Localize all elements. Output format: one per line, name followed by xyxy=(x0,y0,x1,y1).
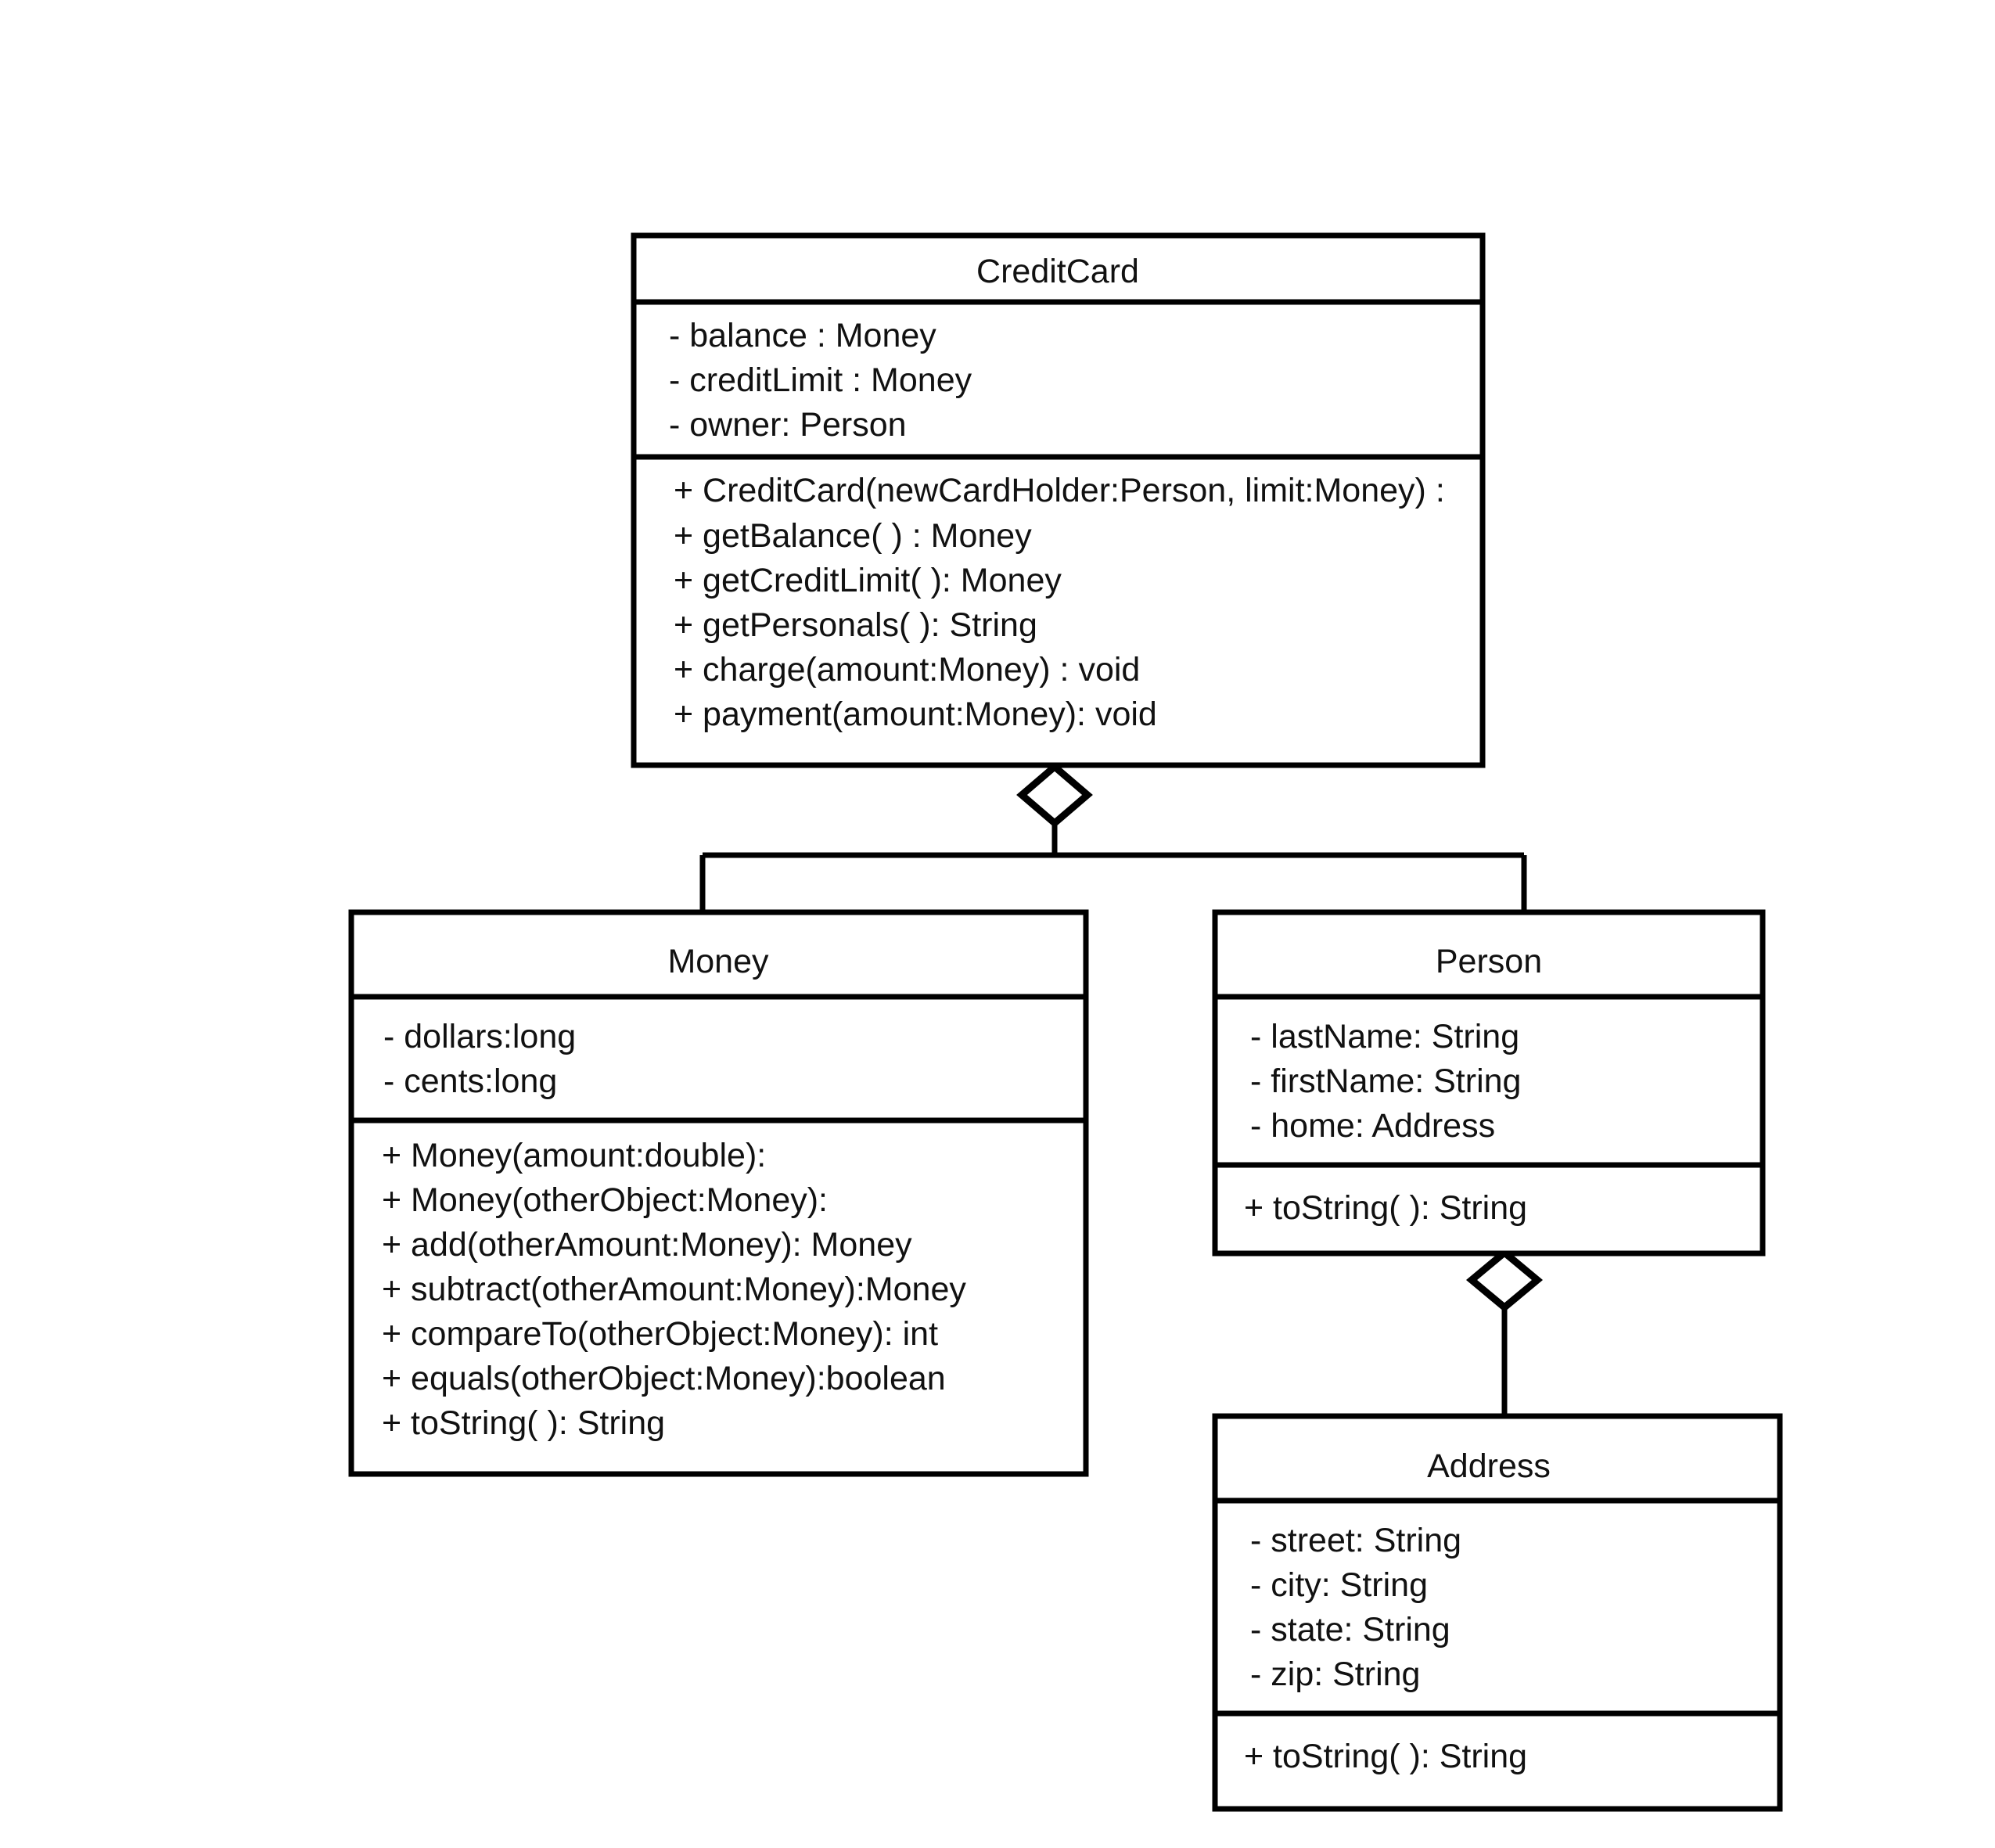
class-name-person: Person xyxy=(1436,943,1542,980)
creditcard-method: + getCreditLimit( ): Money xyxy=(674,562,1062,599)
class-box-money[interactable]: Money - dollars:long - cents:long + Mone… xyxy=(348,909,1089,1477)
aggregation-diamond-creditcard xyxy=(1016,762,1093,828)
class-name-address: Address xyxy=(1427,1447,1551,1485)
address-attribute: - street: String xyxy=(1250,1522,1461,1559)
money-attribute: - cents:long xyxy=(383,1062,557,1100)
creditcard-method: + charge(amount:Money) : void xyxy=(674,651,1140,689)
person-attribute: - home: Address xyxy=(1250,1107,1495,1145)
creditcard-attribute: - balance : Money xyxy=(669,317,936,354)
money-method: + Money(amount:double): xyxy=(382,1137,766,1174)
creditcard-method: + getBalance( ) : Money xyxy=(674,517,1032,555)
person-method: + toString( ): String xyxy=(1244,1189,1527,1227)
money-method: + compareTo(otherObject:Money): int xyxy=(382,1315,938,1353)
class-name-money: Money xyxy=(667,943,769,980)
connector-group xyxy=(699,762,1544,1416)
creditcard-method: + getPersonals( ): String xyxy=(674,606,1037,644)
creditcard-attribute: - owner: Person xyxy=(669,406,907,444)
money-method: + equals(otherObject:Money):boolean xyxy=(382,1360,946,1397)
address-attribute: - city: String xyxy=(1250,1566,1428,1604)
money-method: + Money(otherObject:Money): xyxy=(382,1181,828,1219)
money-method: + toString( ): String xyxy=(382,1404,665,1442)
money-method: + add(otherAmount:Money): Money xyxy=(382,1226,912,1264)
money-method: + subtract(otherAmount:Money):Money xyxy=(382,1271,966,1308)
aggregation-diamond-person xyxy=(1465,1248,1544,1312)
address-attribute: - zip: String xyxy=(1250,1656,1420,1693)
money-attribute: - dollars:long xyxy=(383,1018,576,1055)
address-method: + toString( ): String xyxy=(1244,1738,1527,1775)
class-name-creditcard: CreditCard xyxy=(976,253,1139,290)
class-box-person[interactable]: Person - lastName: String - firstName: S… xyxy=(1212,909,1766,1257)
class-box-address[interactable]: Address - street: String - city: String … xyxy=(1212,1413,1783,1812)
creditcard-method: + CreditCard(newCardHolder:Person, limit… xyxy=(674,472,1445,509)
creditcard-method: + payment(amount:Money): void xyxy=(674,696,1157,733)
address-attribute: - state: String xyxy=(1250,1611,1450,1648)
person-attribute: - lastName: String xyxy=(1250,1018,1519,1055)
person-attribute: - firstName: String xyxy=(1250,1062,1521,1100)
creditcard-attribute: - creditLimit : Money xyxy=(669,361,972,399)
class-box-creditcard[interactable]: CreditCard - balance : Money - creditLim… xyxy=(631,232,1486,768)
